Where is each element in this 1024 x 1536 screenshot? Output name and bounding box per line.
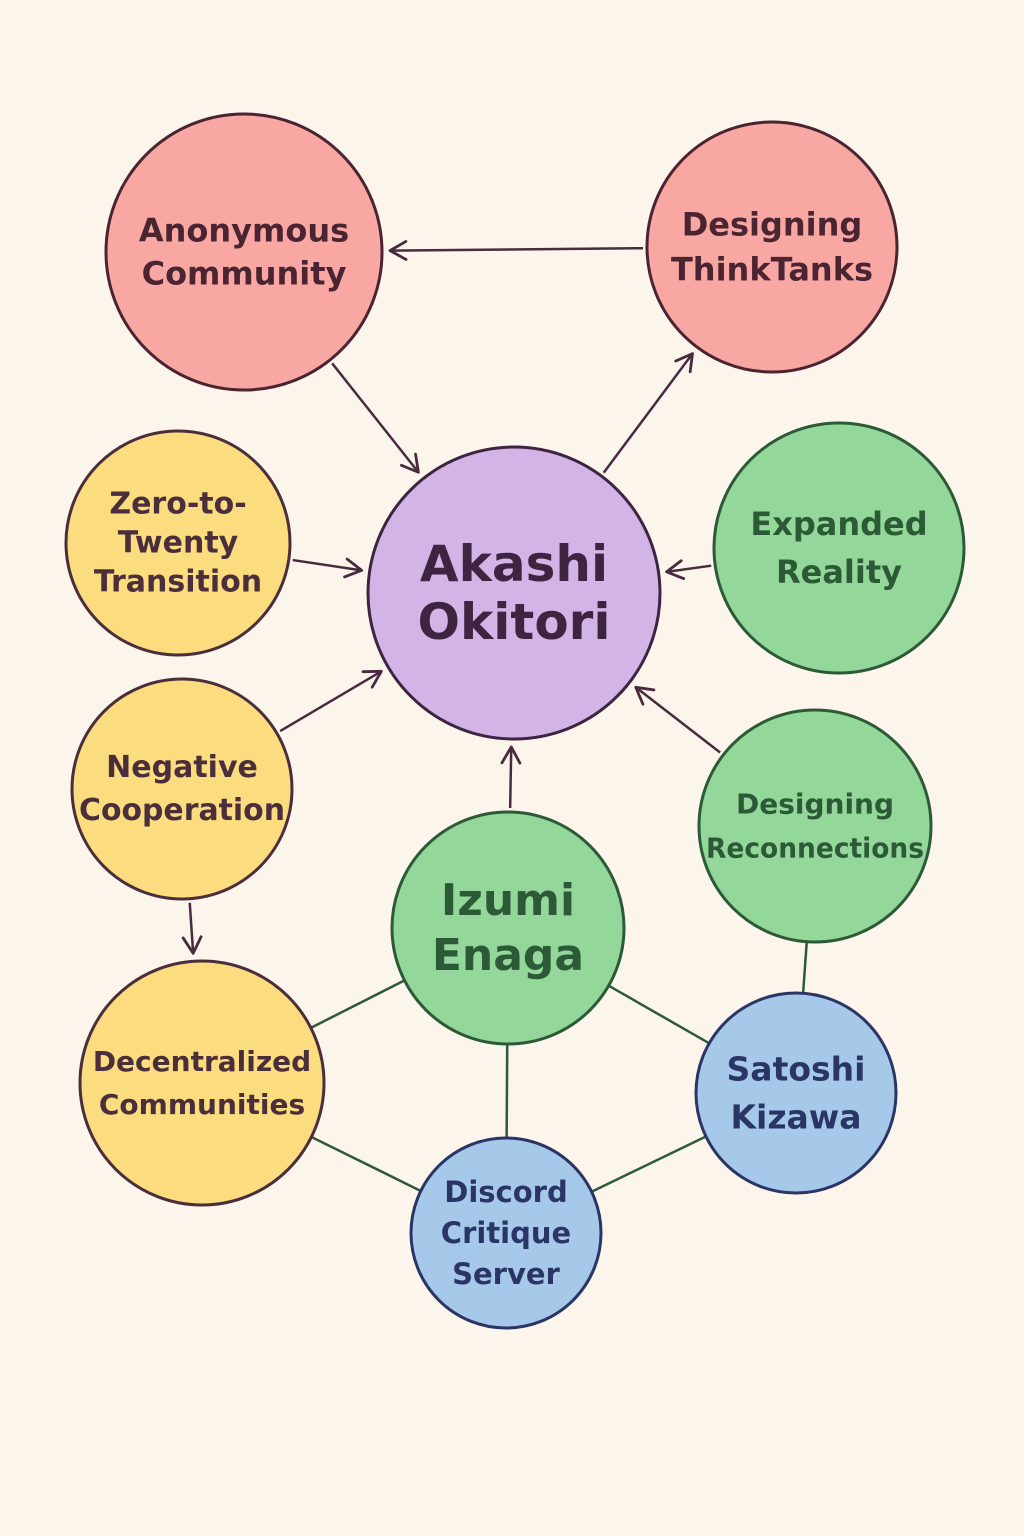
node-label-line: Kizawa	[730, 1098, 861, 1137]
arrowhead-icon	[181, 935, 203, 955]
node-circle	[694, 991, 898, 1195]
edge-line	[331, 362, 420, 474]
node-label-line: Server	[452, 1257, 560, 1291]
node-label-line: Izumi	[441, 875, 575, 926]
arrow-izumi-enaga-to-akashi-okitori	[500, 745, 522, 809]
node-label-line: Akashi	[420, 535, 608, 593]
node-circle	[409, 1136, 603, 1330]
node-label-line: Transition	[94, 565, 262, 600]
link-decentralized-communities-to-discord-critique-server	[310, 1135, 422, 1193]
node-label-line: Anonymous	[139, 212, 349, 250]
edge-line	[635, 686, 721, 754]
node-circle	[104, 112, 384, 392]
node-label-line: Expanded	[750, 505, 927, 543]
node-circle	[64, 429, 292, 657]
edge-line	[310, 1135, 422, 1193]
node-label-line: Enaga	[432, 930, 584, 981]
node-label-line: Critique	[441, 1216, 571, 1250]
arrowhead-icon	[361, 669, 383, 689]
node-label-line: Negative	[106, 750, 258, 785]
node-label-line: Cooperation	[79, 793, 285, 828]
edge-line	[505, 1043, 509, 1139]
edge-line	[666, 564, 712, 574]
node-circle	[645, 120, 899, 374]
node-label-line: Satoshi	[727, 1050, 866, 1089]
arrow-akashi-okitori-to-designing-think-tanks	[602, 352, 694, 474]
arrowhead-icon	[665, 559, 686, 580]
link-izumi-enaga-to-discord-critique-server	[505, 1043, 509, 1139]
node-label-line: Community	[142, 255, 347, 293]
node-label-line: Decentralized	[93, 1045, 311, 1078]
node-label-line: Discord	[444, 1175, 567, 1209]
node-label-line: Designing	[682, 206, 863, 244]
edges-layer	[181, 240, 809, 1193]
node-circle	[697, 708, 933, 944]
node-label-line: Zero-to-	[109, 487, 246, 522]
node-label-line: Twenty	[118, 526, 239, 561]
node-circle	[366, 445, 662, 741]
edge-line	[389, 246, 644, 252]
arrow-negative-cooperation-to-akashi-okitori	[279, 669, 383, 733]
edge-line	[508, 746, 513, 809]
edge-line	[608, 984, 710, 1045]
arrowhead-icon	[400, 452, 420, 474]
node-label-line: Designing	[736, 788, 894, 821]
node-circle	[712, 421, 966, 675]
node-label-line: Okitori	[418, 593, 611, 651]
nodes-layer: AnonymousCommunityDesigningThinkTanksAka…	[64, 112, 966, 1330]
edge-line	[292, 558, 362, 572]
arrowhead-icon	[388, 240, 408, 261]
node-label-line: Communities	[99, 1088, 305, 1121]
edge-line	[602, 352, 694, 474]
arrow-designing-think-tanks-to-anonymous-community	[388, 240, 644, 261]
arrowhead-icon	[674, 352, 694, 374]
arrow-anonymous-community-to-akashi-okitori	[331, 362, 420, 474]
node-circle	[78, 959, 326, 1207]
arrow-expanded-reality-to-akashi-okitori	[665, 559, 712, 580]
link-izumi-enaga-to-decentralized-communities	[310, 979, 406, 1029]
node-circle	[70, 677, 294, 901]
edge-line	[279, 670, 383, 733]
arrowhead-icon	[343, 557, 364, 579]
arrowhead-icon	[634, 685, 656, 706]
arrow-zero-to-twenty-transition-to-akashi-okitori	[292, 557, 364, 579]
node-label-line: ThinkTanks	[671, 251, 873, 289]
edge-line	[591, 1135, 707, 1193]
edge-line	[310, 979, 406, 1029]
link-satoshi-kizawa-to-designing-reconnections	[801, 941, 809, 994]
arrowhead-icon	[500, 745, 522, 765]
arrow-negative-cooperation-to-decentralized-communities	[181, 902, 203, 955]
edge-line	[801, 941, 809, 994]
arrow-designing-reconnections-to-akashi-okitori	[634, 685, 721, 754]
node-circle	[390, 810, 626, 1046]
node-label-line: Reconnections	[706, 832, 924, 865]
node-label-line: Reality	[776, 553, 902, 591]
link-izumi-enaga-to-satoshi-kizawa	[608, 984, 710, 1045]
link-discord-critique-server-to-satoshi-kizawa	[591, 1135, 707, 1193]
edge-line	[188, 902, 195, 954]
